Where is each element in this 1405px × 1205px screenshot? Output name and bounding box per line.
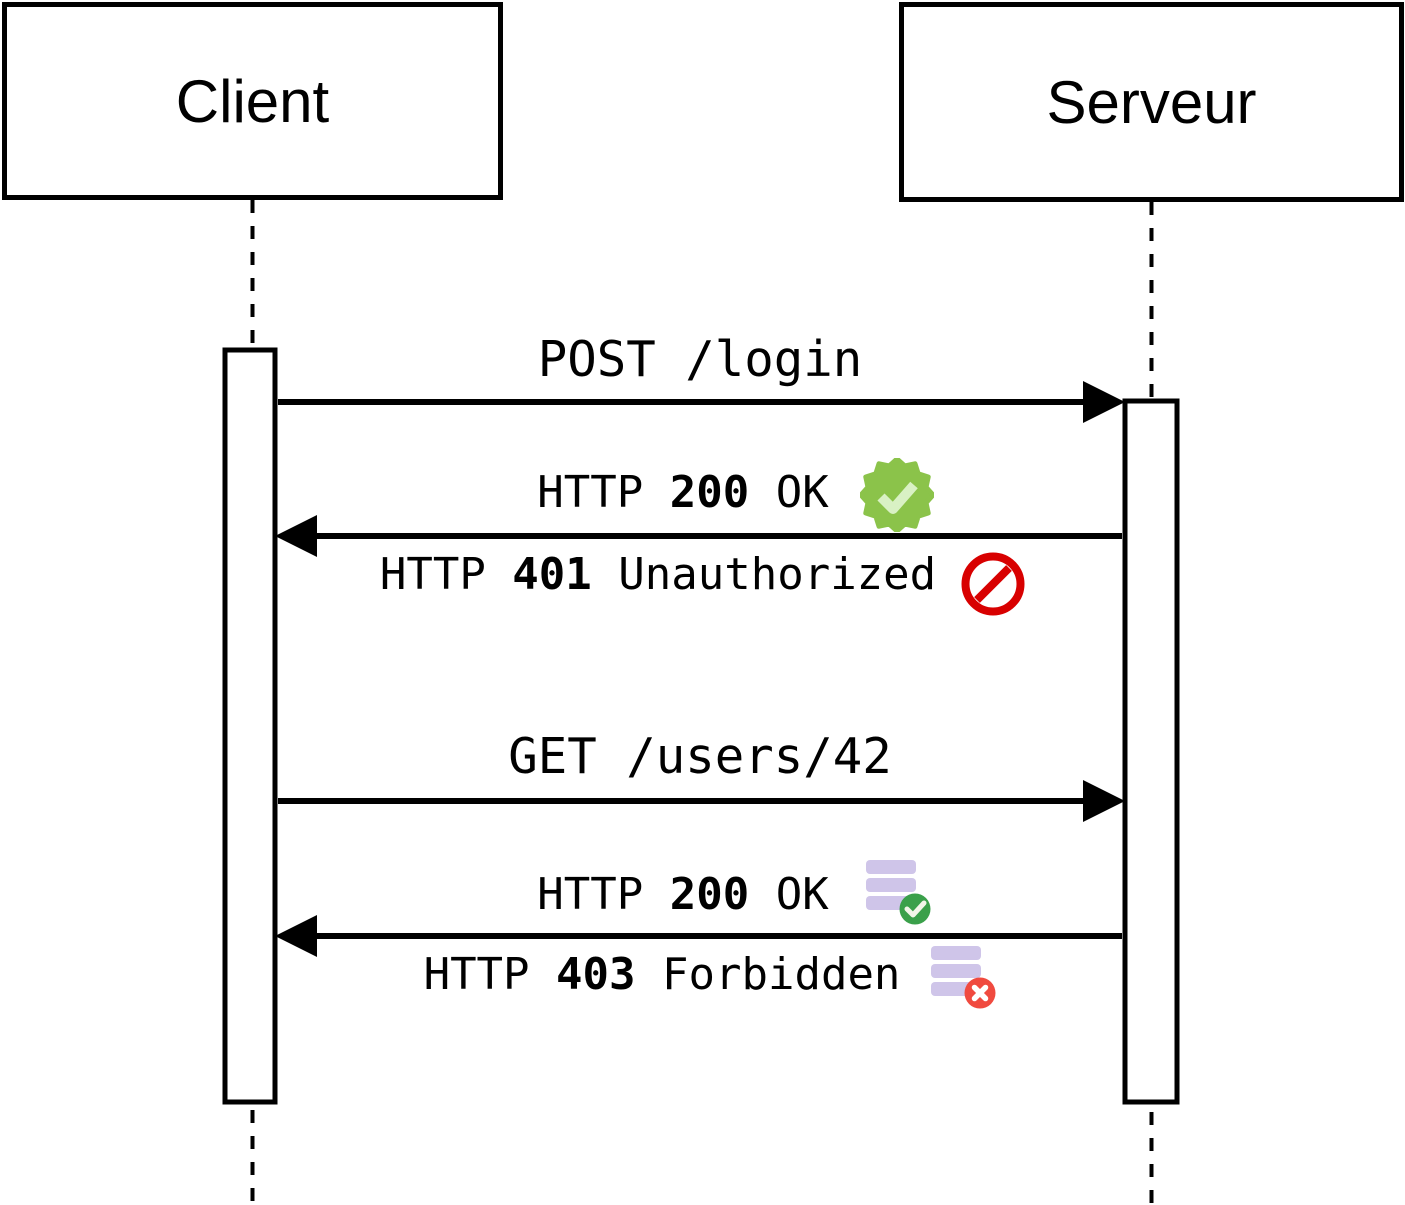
- arrowhead-user-response: [275, 915, 317, 957]
- status-code: 200: [669, 467, 750, 518]
- message-text: GET /users/42: [508, 728, 892, 785]
- message-text: OK: [749, 467, 829, 518]
- db-error-x: [971, 984, 989, 1002]
- message-text: POST /login: [537, 331, 863, 388]
- db-row: [931, 964, 981, 978]
- message-text: OK: [749, 869, 829, 920]
- participant-serveur-label: Serveur: [1046, 68, 1257, 136]
- message-label-login-success: HTTP 200 OK: [537, 467, 828, 518]
- message-text: HTTP: [537, 467, 670, 518]
- status-code: 401: [512, 549, 592, 600]
- database-x-icon: [931, 946, 996, 1009]
- arrowhead-get-user: [1083, 780, 1125, 822]
- prohibition-slash: [974, 565, 1012, 603]
- prohibition-ring: [961, 552, 1025, 616]
- verified-badge-icon: [860, 458, 934, 532]
- database-check-icon: [866, 860, 931, 925]
- arrowhead-login-response: [275, 515, 317, 557]
- participant-serveur-box: Serveur: [899, 2, 1404, 202]
- message-label-get-user: GET /users/42: [508, 728, 892, 786]
- prohibition-icon: [961, 552, 1025, 616]
- db-row: [866, 878, 916, 892]
- message-text: HTTP: [423, 949, 557, 1000]
- message-text: Unauthorized: [591, 549, 937, 600]
- participant-client-box: Client: [2, 2, 503, 200]
- db-success-circle: [899, 893, 931, 925]
- message-label-post-login: POST /login: [537, 331, 863, 389]
- message-label-user-failure: HTTP 403 Forbidden: [424, 949, 901, 1000]
- badge-seal: [860, 458, 934, 532]
- db-row: [931, 946, 981, 960]
- db-row: [866, 860, 916, 874]
- message-label-login-failure: HTTP 401 Unauthorized: [380, 549, 936, 600]
- message-text: Forbidden: [635, 949, 901, 1000]
- db-success-check: [904, 900, 927, 918]
- message-label-user-success: HTTP 200 OK: [537, 869, 828, 920]
- status-code: 403: [556, 949, 636, 1000]
- message-text: HTTP: [537, 869, 670, 920]
- status-code: 200: [669, 869, 750, 920]
- badge-check: [877, 481, 918, 514]
- serveur-activation-bar: [1122, 398, 1180, 1105]
- participant-client-label: Client: [175, 67, 330, 135]
- arrowhead-post-login: [1083, 381, 1125, 423]
- client-activation-bar: [222, 347, 278, 1105]
- message-text: HTTP: [379, 549, 513, 600]
